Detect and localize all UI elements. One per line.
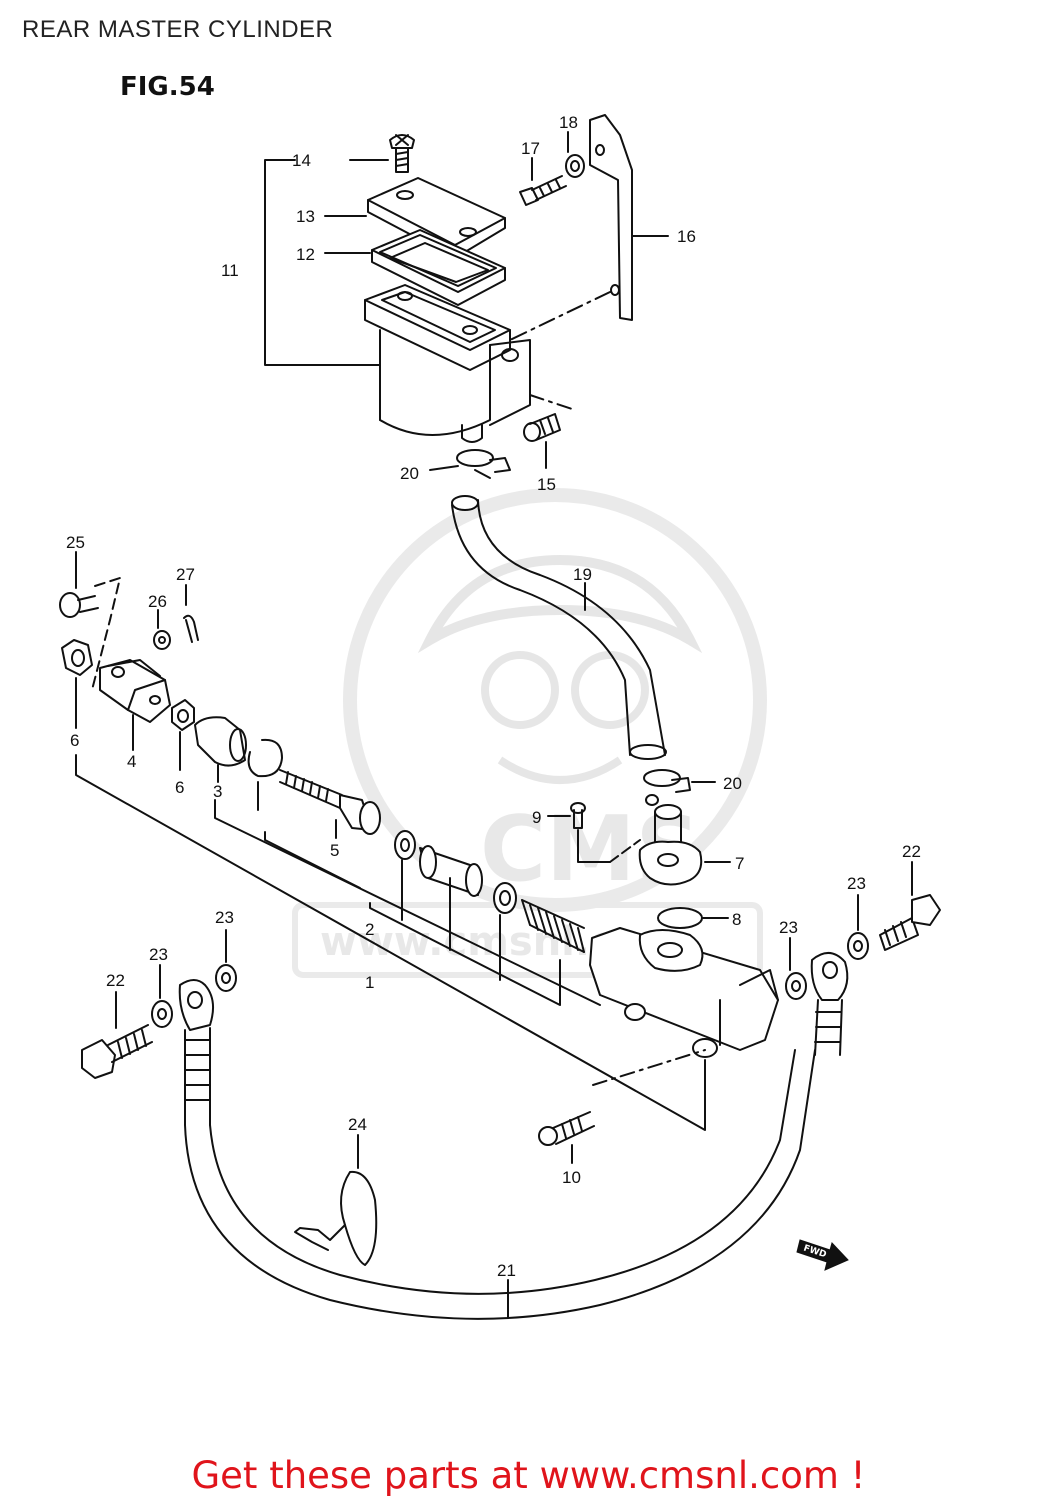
hose-connector-7-icon [638,804,703,886]
callout-21: 21 [497,1261,516,1280]
callout-19: 19 [573,565,592,584]
forward-direction-icon: FWD [796,1239,849,1271]
callout-27: 27 [176,565,195,584]
callout-22-left: 22 [106,971,125,990]
callout-7: 7 [735,854,744,873]
screw-14-icon [389,134,415,173]
callout-20-lower: 20 [723,774,742,793]
master-cylinder-body-1-icon [589,927,779,1058]
callout-23-right-inner: 23 [779,918,798,937]
callout-13: 13 [296,207,315,226]
clevis-pin-25-icon [59,592,99,618]
footer-link[interactable]: Get these parts at www.cmsnl.com ! [191,1454,866,1497]
washer-23-left-outer-icon [151,1000,173,1028]
washer-23-right-inner-icon [785,972,807,1000]
union-bolt-22-left-icon [81,1024,153,1079]
bracket-16-icon [589,114,633,321]
brake-hose-21-icon [178,952,849,1320]
callout-4: 4 [127,752,136,771]
callout-11: 11 [221,261,239,280]
piston-icon [419,845,483,897]
callout-2: 2 [365,920,374,939]
callout-23-left-inner: 23 [215,908,234,927]
washer-23-right-outer-icon [847,932,869,960]
page-title: REAR MASTER CYLINDER [22,16,334,43]
callout-26: 26 [148,592,167,611]
circlip-icon [247,738,283,778]
callout-1: 1 [365,973,374,992]
callout-20-top: 20 [400,464,419,483]
callout-14: 14 [292,151,311,170]
bolt-10-icon [538,1111,595,1146]
washer-18-icon [565,154,585,178]
callout-23-right-outer: 23 [847,874,866,893]
push-rod-5-icon [279,769,381,835]
nut-6-left-icon [61,639,93,676]
hose-clamp-20-lower-icon [643,769,691,806]
callout-15: 15 [537,475,556,494]
cotter-pin-27-icon [183,614,199,643]
primary-cup-icon [493,882,517,914]
reservoir-11-icon [364,284,531,443]
callout-8: 8 [732,910,741,929]
callout-3: 3 [213,782,222,801]
callout-16: 16 [677,227,696,246]
callout-24: 24 [348,1115,367,1134]
washer-23-left-inner-icon [215,964,237,992]
callout-17: 17 [521,139,540,158]
callout-5: 5 [330,841,339,860]
diaphragm-12-icon [371,229,506,306]
return-spring-icon [521,899,585,953]
bolt-17-icon [519,175,567,206]
union-bolt-22-right-icon [879,894,941,951]
callout-9: 9 [532,808,541,827]
cup-ring-icon [394,830,416,860]
callout-12: 12 [296,245,315,264]
callout-23-left-outer: 23 [149,945,168,964]
nut-6-right-icon [171,699,195,731]
bolt-15-icon [523,413,561,442]
callout-18: 18 [559,113,578,132]
callout-22-right: 22 [902,842,921,861]
clevis-4-icon [99,659,171,723]
callout-6-left: 6 [70,731,79,750]
figure-number: FIG.54 [120,72,215,102]
group-11-bracket [264,159,381,366]
screw-9-icon [570,802,586,829]
dust-boot-3-icon [194,716,247,767]
washer-26-icon [153,630,171,650]
hose-clip-24-icon [294,1170,378,1266]
callout-labels: 14 13 12 11 17 18 16 20 15 25 27 26 19 6… [66,113,921,1280]
callout-25: 25 [66,533,85,552]
callout-10: 10 [562,1168,581,1187]
hose-clamp-20-top-icon [456,449,511,479]
callout-6-right: 6 [175,778,184,797]
reservoir-hose-19-icon [451,495,667,760]
